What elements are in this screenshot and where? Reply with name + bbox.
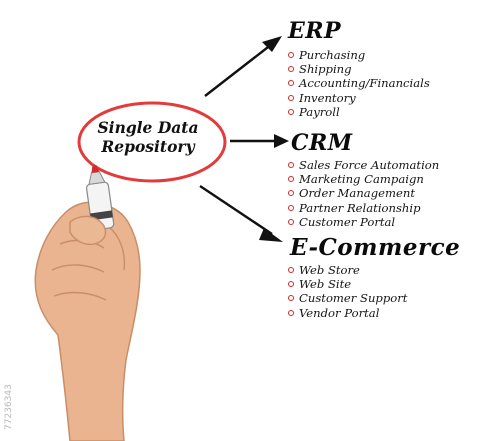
list-item: Payroll <box>288 105 430 119</box>
heading-e-commerce: E-Commerce <box>290 234 461 261</box>
list-item: Marketing Campaign <box>288 172 439 186</box>
list-item: Sales Force Automation <box>288 158 439 172</box>
heading-crm: CRM <box>291 130 353 156</box>
list-item: Partner Relationship <box>288 201 439 215</box>
erp-item-list: Purchasing Shipping Accounting/Financial… <box>288 48 430 119</box>
list-item: Shipping <box>288 62 430 76</box>
list-item: Customer Portal <box>288 215 439 229</box>
crm-item-list: Sales Force Automation Marketing Campaig… <box>288 158 439 229</box>
bullet-ring <box>288 108 294 115</box>
bullet-ring <box>288 295 294 302</box>
bullet-ring <box>288 309 294 316</box>
arrow-to-ecommerce <box>199 185 283 242</box>
bullet-ring <box>288 190 294 197</box>
bullet-ring <box>288 80 294 87</box>
list-item: Inventory <box>288 91 430 105</box>
list-item: Web Store <box>288 263 407 277</box>
center-ellipse <box>77 101 227 183</box>
heading-erp: ERP <box>288 18 342 44</box>
bullet-ring <box>288 176 294 183</box>
list-item: Order Management <box>288 186 439 200</box>
list-item: Purchasing <box>288 48 430 62</box>
bullet-ring <box>288 218 294 225</box>
list-item: Vendor Portal <box>288 306 407 320</box>
bullet-ring <box>288 52 294 58</box>
bullet-ring <box>288 94 294 101</box>
list-item: Accounting/Financials <box>288 76 430 90</box>
center-label-line2: Repository <box>101 137 195 156</box>
bullet-ring <box>288 267 294 273</box>
list-item: Web Site <box>288 277 407 291</box>
bullet-ring <box>288 162 294 168</box>
center-label-line1: Single Data <box>97 118 199 137</box>
bullet-ring <box>288 66 294 73</box>
bullet-ring <box>288 281 294 288</box>
bullet-ring <box>288 204 294 211</box>
hand-with-marker-illustration <box>34 165 141 441</box>
stock-image-id: 77236343 <box>4 384 14 430</box>
ecommerce-item-list: Web Store Web Site Customer Support Vend… <box>288 263 407 320</box>
arrow-to-crm <box>230 134 289 148</box>
list-item: Customer Support <box>288 291 407 305</box>
center-label: Single Data Repository <box>88 118 208 156</box>
arrow-to-erp <box>204 36 282 97</box>
